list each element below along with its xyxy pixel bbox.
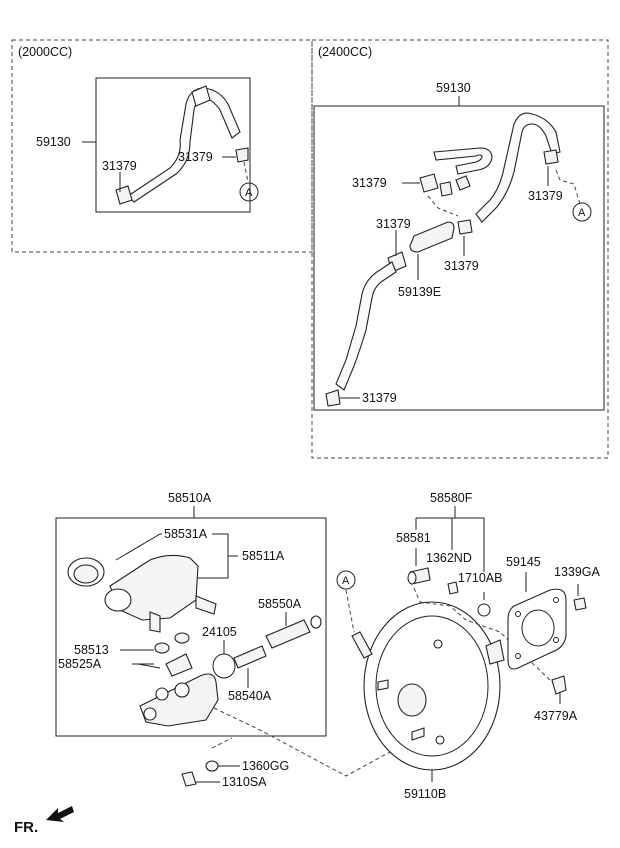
section-2000cc: (2000CC) (11, 39, 313, 253)
label-58581: 58581 (396, 531, 431, 545)
connector-a-label: A (578, 207, 586, 219)
label-58513: 58513 (74, 643, 109, 657)
label-31379-2400cc-b: 31379 (528, 189, 563, 203)
connector-a-2400cc: A (572, 202, 592, 222)
front-direction-label: FR. (14, 819, 38, 836)
section-label-2000cc: (2000CC) (18, 45, 72, 59)
front-direction-indicator: FR. (14, 806, 74, 836)
grommets (154, 632, 190, 654)
connector-a-label: A (245, 187, 253, 199)
check-valve (551, 675, 567, 695)
label-58510a: 58510A (168, 491, 212, 505)
connector-a-2000cc: A (239, 182, 259, 202)
label-1360gg: 1360GG (242, 759, 289, 773)
connector-a-booster: A (336, 570, 356, 590)
label-58540a: 58540A (228, 689, 272, 703)
seal-ring (212, 653, 236, 679)
label-31379-2000cc-b: 31379 (178, 150, 213, 164)
brake-booster (351, 601, 505, 771)
label-31379-2400cc-e: 31379 (362, 391, 397, 405)
label-59130-2400cc: 59130 (436, 81, 471, 95)
clevis-pin (407, 567, 431, 585)
connector-a-label: A (342, 575, 350, 587)
label-31379-2400cc-c: 31379 (376, 217, 411, 231)
master-cylinder-box (55, 517, 327, 737)
label-43779a: 43779A (534, 709, 578, 723)
label-58550a: 58550A (258, 597, 302, 611)
label-59145: 59145 (506, 555, 541, 569)
label-31379-2400cc-a: 31379 (352, 176, 387, 190)
label-58511a: 58511A (242, 549, 285, 563)
reservoir-tank (104, 554, 217, 633)
label-58525a: 58525A (58, 657, 102, 671)
front-arrow-icon (46, 806, 74, 822)
label-1362nd: 1362ND (426, 551, 472, 565)
section-2400cc: (2400CC) (311, 39, 609, 459)
label-59130-2000cc: 59130 (36, 135, 71, 149)
label-59110b: 59110B (404, 787, 446, 801)
label-24105: 24105 (202, 625, 237, 639)
label-31379-2000cc-a: 31379 (102, 159, 137, 173)
section-label-2400cc: (2400CC) (318, 45, 372, 59)
label-31379-2400cc-d: 31379 (444, 259, 479, 273)
reservoir-cap (67, 557, 105, 587)
label-58580f: 58580F (430, 491, 473, 505)
booster-gasket (507, 588, 567, 670)
nut-washer (181, 760, 219, 787)
label-58531a: 58531A (164, 527, 208, 541)
master-cylinder-body (139, 653, 219, 727)
label-1310sa: 1310SA (222, 775, 267, 789)
piston-assembly (233, 615, 322, 669)
label-1339ga: 1339GA (554, 565, 601, 579)
label-1710ab: 1710AB (458, 571, 502, 585)
vacuum-hose-2000cc (115, 85, 249, 205)
vacuum-hose-2400cc (325, 112, 581, 407)
label-59139e: 59139E (398, 285, 441, 299)
